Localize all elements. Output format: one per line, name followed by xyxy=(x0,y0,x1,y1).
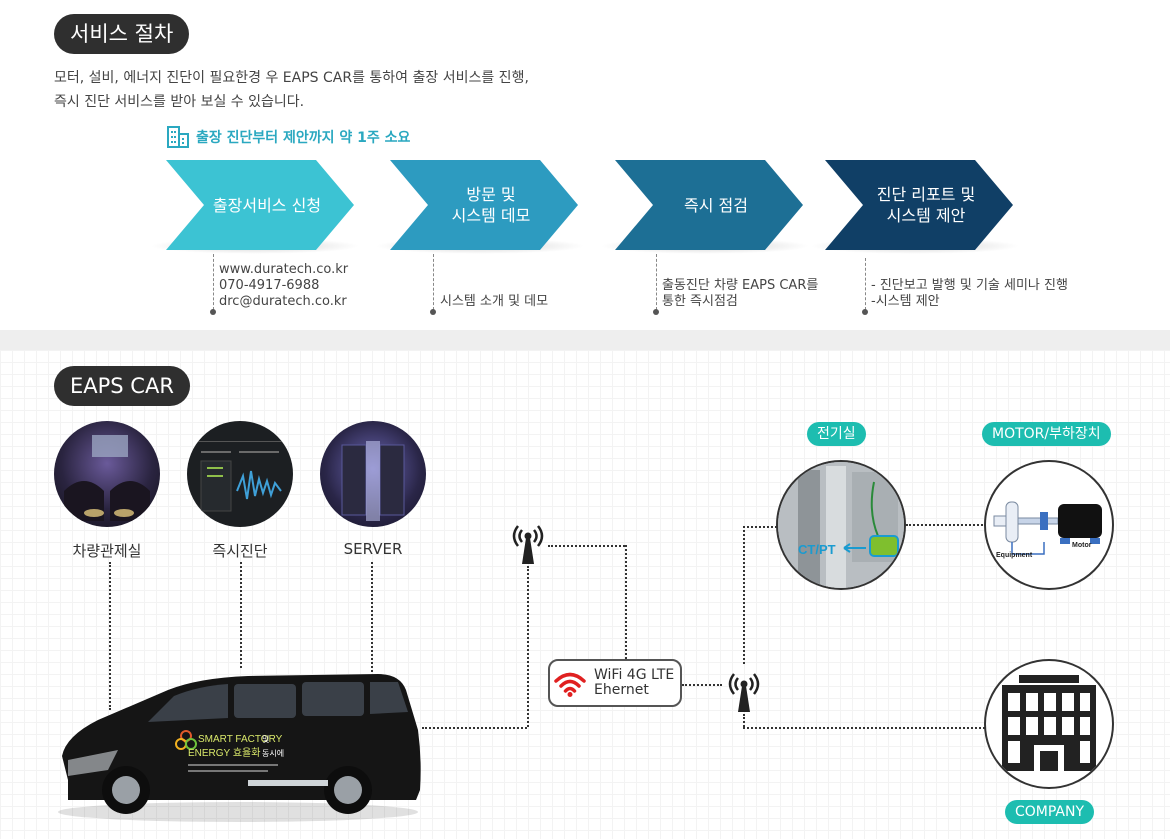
step-3-details: 출동진단 차량 EAPS CAR를 통한 즉시점검 xyxy=(662,278,819,309)
network-line xyxy=(743,727,985,729)
step-instant-inspection: 즉시 점검 xyxy=(615,160,803,250)
network-line xyxy=(743,526,777,528)
step-detail-line xyxy=(656,254,657,310)
section-divider xyxy=(0,330,1170,350)
ctpt-label: CT/PT xyxy=(798,542,836,557)
duration-note: 출장 진단부터 제안까지 약 1주 소요 xyxy=(166,124,410,150)
van-network-line xyxy=(422,727,527,729)
company-building-icon xyxy=(984,659,1114,789)
feature-caption-control-room: 차량관제실 xyxy=(72,542,142,560)
step-arrow-shape xyxy=(615,160,803,250)
motor-equipment-diagram: Equipment Motor xyxy=(984,460,1114,590)
intro-line-2: 즉시 진단 서비스를 받아 보실 수 있습니다. xyxy=(54,94,305,110)
server-rack-photo xyxy=(320,421,426,527)
van-text-line1: SMART FACTORY xyxy=(198,734,283,745)
electric-room-tag: 전기실 xyxy=(807,422,866,446)
step-label: 진단 리포트 및 시스템 제안 xyxy=(876,185,976,225)
step-request-service: 출장서비스 신청 xyxy=(166,160,354,250)
step-detail-dot xyxy=(862,309,868,315)
wifi-label: WiFi 4G LTE Ehernet xyxy=(594,667,675,698)
step-label: 방문 및 시스템 데모 xyxy=(451,185,531,225)
feature-caption-diagnosis: 즉시진단 xyxy=(212,542,268,560)
step-arrow-shape xyxy=(166,160,354,250)
duration-text: 출장 진단부터 제안까지 약 1주 소요 xyxy=(196,130,411,146)
eaps-van-image: SMART FACTORY 및 ENERGY 효율화 동시에 xyxy=(58,674,421,822)
eaps-car-section xyxy=(0,350,1170,839)
network-line xyxy=(682,684,722,686)
equipment-label: Equipment xyxy=(996,552,1033,559)
building-icon xyxy=(167,126,189,148)
step-detail-line xyxy=(865,258,866,310)
eaps-title: EAPS CAR xyxy=(54,366,190,406)
network-line xyxy=(743,526,745,664)
feature-connector-line xyxy=(371,562,373,672)
antenna-tower-icon xyxy=(512,525,544,564)
electric-room-photo: CT/PT xyxy=(776,460,906,590)
feature-caption-server: SERVER xyxy=(343,540,403,558)
feature-connector-line xyxy=(240,562,242,668)
step-detail-dot xyxy=(653,309,659,315)
step-detail-line xyxy=(213,254,214,310)
step-arrow-shape xyxy=(825,160,1013,250)
van-network-line xyxy=(527,566,529,727)
feature-connector-line xyxy=(109,562,111,710)
intro-line-1: 모터, 설비, 에너지 진단이 필요한경 우 EAPS CAR를 통하여 출장 … xyxy=(54,70,529,86)
procedure-title: 서비스 절차 xyxy=(54,14,190,54)
network-line xyxy=(625,545,627,659)
van-text-line2: ENERGY 효율화 xyxy=(188,747,260,759)
network-line xyxy=(743,714,745,727)
motor-label: Motor xyxy=(1072,542,1092,549)
vehicle-control-room-photo xyxy=(54,421,160,527)
step-2-details: 시스템 소개 및 데모 xyxy=(440,294,549,309)
step-arrow-shape xyxy=(390,160,578,250)
company-tag: COMPANY xyxy=(1005,800,1095,824)
instant-diagnosis-screen-photo xyxy=(187,421,293,527)
step-1-details: www.duratech.co.kr 070-4917-6988 drc@dur… xyxy=(219,262,349,309)
van-text-line1-suffix: 및 xyxy=(262,734,269,744)
wifi-lte-badge: WiFi 4G LTE Ehernet xyxy=(548,659,682,707)
step-report-proposal: 진단 리포트 및 시스템 제안 xyxy=(825,160,1013,250)
step-detail-dot xyxy=(430,309,436,315)
antenna-tower-icon xyxy=(728,673,760,712)
step-detail-dot xyxy=(210,309,216,315)
step-visit-demo: 방문 및 시스템 데모 xyxy=(390,160,578,250)
step-4-details: - 진단보고 발행 및 기술 세미나 진행 -시스템 제안 xyxy=(871,278,1068,309)
wifi-icon xyxy=(554,672,586,697)
network-line xyxy=(548,545,625,547)
procedure-intro: 모터, 설비, 에너지 진단이 필요한경 우 EAPS CAR를 통하여 출장 … xyxy=(54,66,654,114)
step-detail-line xyxy=(433,254,434,310)
step-label: 출장서비스 신청 xyxy=(212,195,322,215)
network-line xyxy=(906,524,986,526)
van-text-line2-suffix: 동시에 xyxy=(262,749,284,758)
motor-load-tag: MOTOR/부하장치 xyxy=(982,422,1111,446)
step-label: 즉시 점검 xyxy=(684,195,748,215)
